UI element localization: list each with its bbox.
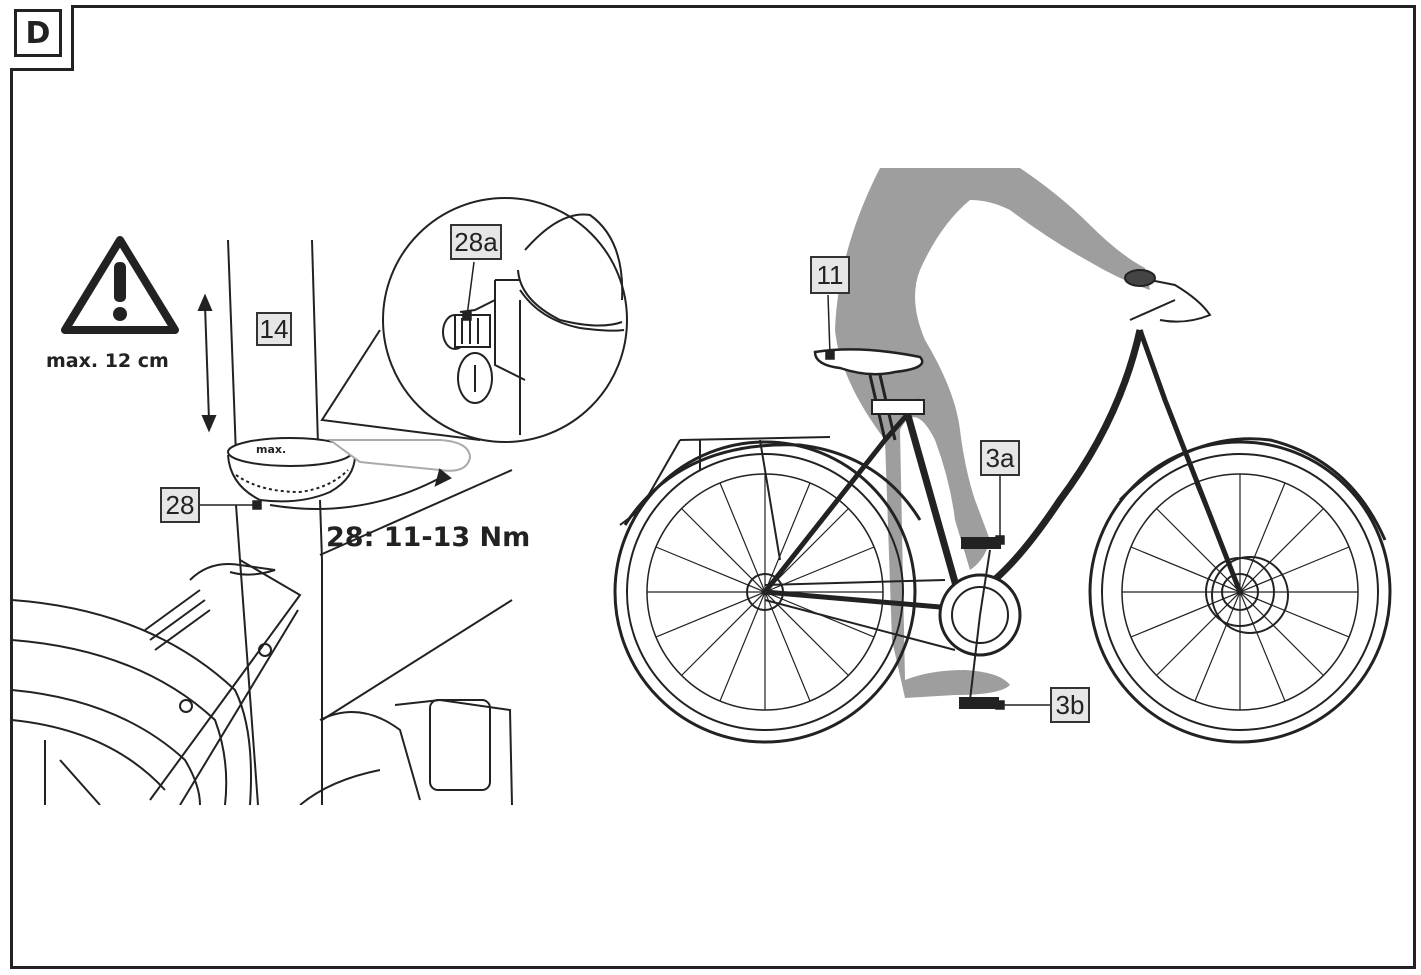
seatpost-max-mark: max. [256,443,287,456]
e-bike [613,269,1392,744]
rider-silhouette [835,168,1150,698]
figure-frame [10,5,1416,969]
warning-triangle-icon [61,236,179,334]
callout-lower-position: 3b [1050,687,1090,723]
callout-upper-position: 3a [980,440,1020,476]
section-tab: D [10,5,74,71]
callout-leader-lines [200,261,1050,710]
magnified-clamp-view [320,197,628,443]
height-arrow [197,293,217,433]
seat-clamp-detail [12,239,513,805]
callout-seatpost: 14 [256,312,292,346]
callout-adjusting-nut: 28a [450,224,502,260]
section-letter: D [14,9,62,57]
warning-label: max. 12 cm [46,350,169,372]
callout-quick-release-lever: 28 [160,487,200,523]
torque-spec: 28: 11-13 Nm [326,522,531,553]
callout-saddle: 11 [810,256,850,294]
